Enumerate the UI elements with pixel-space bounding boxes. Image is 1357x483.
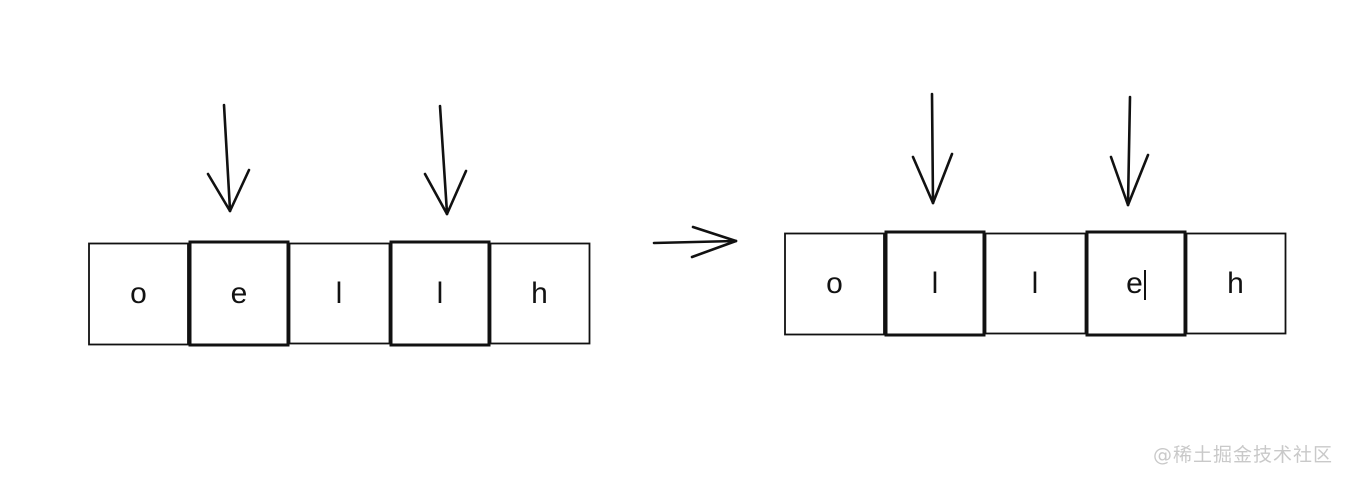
after-pointer-right-arrow-icon: [1109, 95, 1150, 207]
before-cell-3-box: [389, 240, 491, 347]
after-cell-3-cell: e: [1087, 269, 1185, 300]
before-cell-4-box: [489, 242, 591, 345]
text-caret-icon: [1143, 270, 1146, 300]
watermark-text: @稀土掘金技术社区: [1152, 444, 1333, 466]
before-cell-0-letter: o: [130, 277, 147, 310]
before-cell-4-letter: h: [531, 277, 548, 310]
transition-arrow-icon: [652, 225, 738, 259]
before-cell-0-box: [88, 242, 189, 346]
after-cell-3-box: [1085, 230, 1187, 337]
before-array-boxes: [88, 240, 591, 347]
after-cell-4-box: [1185, 232, 1287, 335]
before-cell-1-letter: e: [230, 277, 248, 310]
after-cell-2-box: [984, 232, 1087, 335]
after-array-boxes: [784, 230, 1287, 337]
before-cell-2-letter: l: [335, 277, 343, 310]
after-cell-1-box: [884, 230, 986, 337]
after-cell-2-letter: l: [1031, 267, 1039, 300]
after-cell-0-letter: o: [826, 267, 843, 300]
after-cell-3-letter: e: [1126, 267, 1143, 300]
before-cell-3-letter: l: [436, 277, 444, 310]
after-cell-0-box: [784, 232, 885, 336]
before-pointer-right-arrow-icon: [423, 104, 468, 216]
after-pointer-left-arrow-icon: [911, 92, 954, 205]
before-cell-2-box: [288, 242, 391, 345]
after-cell-4-letter: h: [1227, 267, 1244, 300]
after-cell-1-letter: l: [931, 267, 939, 300]
before-pointer-left-arrow-icon: [206, 103, 251, 213]
before-cell-1-box: [188, 240, 290, 347]
